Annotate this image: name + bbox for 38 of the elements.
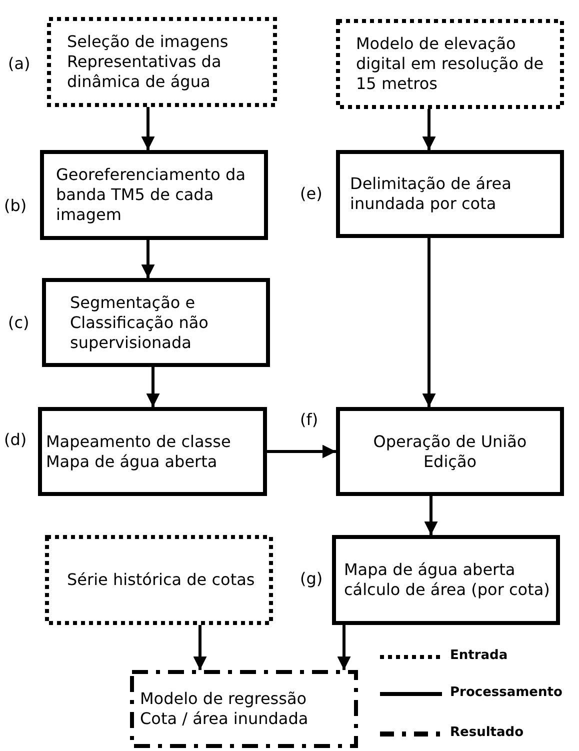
arrow [424,496,438,535]
step-label: (f) [300,410,318,429]
node-text: Mapeamento de classe Mapa de água aberta [46,432,232,472]
legend-label: Resultado [450,725,524,740]
arrow [267,444,336,458]
step-label: (e) [300,184,322,203]
legend-label: Entrada [450,648,508,663]
process-box [42,278,270,367]
result-box [130,670,358,748]
process-box [40,150,268,240]
step-label: (c) [8,313,30,332]
arrow [193,625,207,670]
step-label: (d) [4,430,27,449]
arrow [146,367,160,407]
node-text: Operação de União Edição [372,432,528,472]
node-text: Delimitação de área inundada por cota [350,174,512,214]
node-text: Série histórica de cotas [67,570,255,590]
arrow [422,238,436,407]
step-label: (g) [300,569,323,588]
process-box [38,407,267,496]
input-box [45,535,273,625]
process-box [336,407,564,496]
input-box [47,17,277,107]
process-box [336,150,564,238]
legend-label: Processamento [450,685,562,700]
node-text: Mapa de água aberta cálculo de área (por cota) [344,560,550,600]
arrow [337,625,351,670]
arrow [422,109,436,150]
step-label: (b) [4,196,27,215]
node-text: Modelo de elevação digital em resolução de 15 metros [356,34,545,94]
node-text: Modelo de regressão Cota / área inundada [140,689,310,729]
arrow [141,240,155,278]
arrow [141,107,155,150]
node-text: Seleção de imagens Representativas da dinâmica de água [67,32,230,92]
process-box [332,535,560,625]
node-text: Georeferenciamento da banda TM5 de cada imagem [56,165,247,225]
step-label: (a) [8,54,30,73]
node-text: Segmentação e Classificação não supervisionada [70,292,210,352]
